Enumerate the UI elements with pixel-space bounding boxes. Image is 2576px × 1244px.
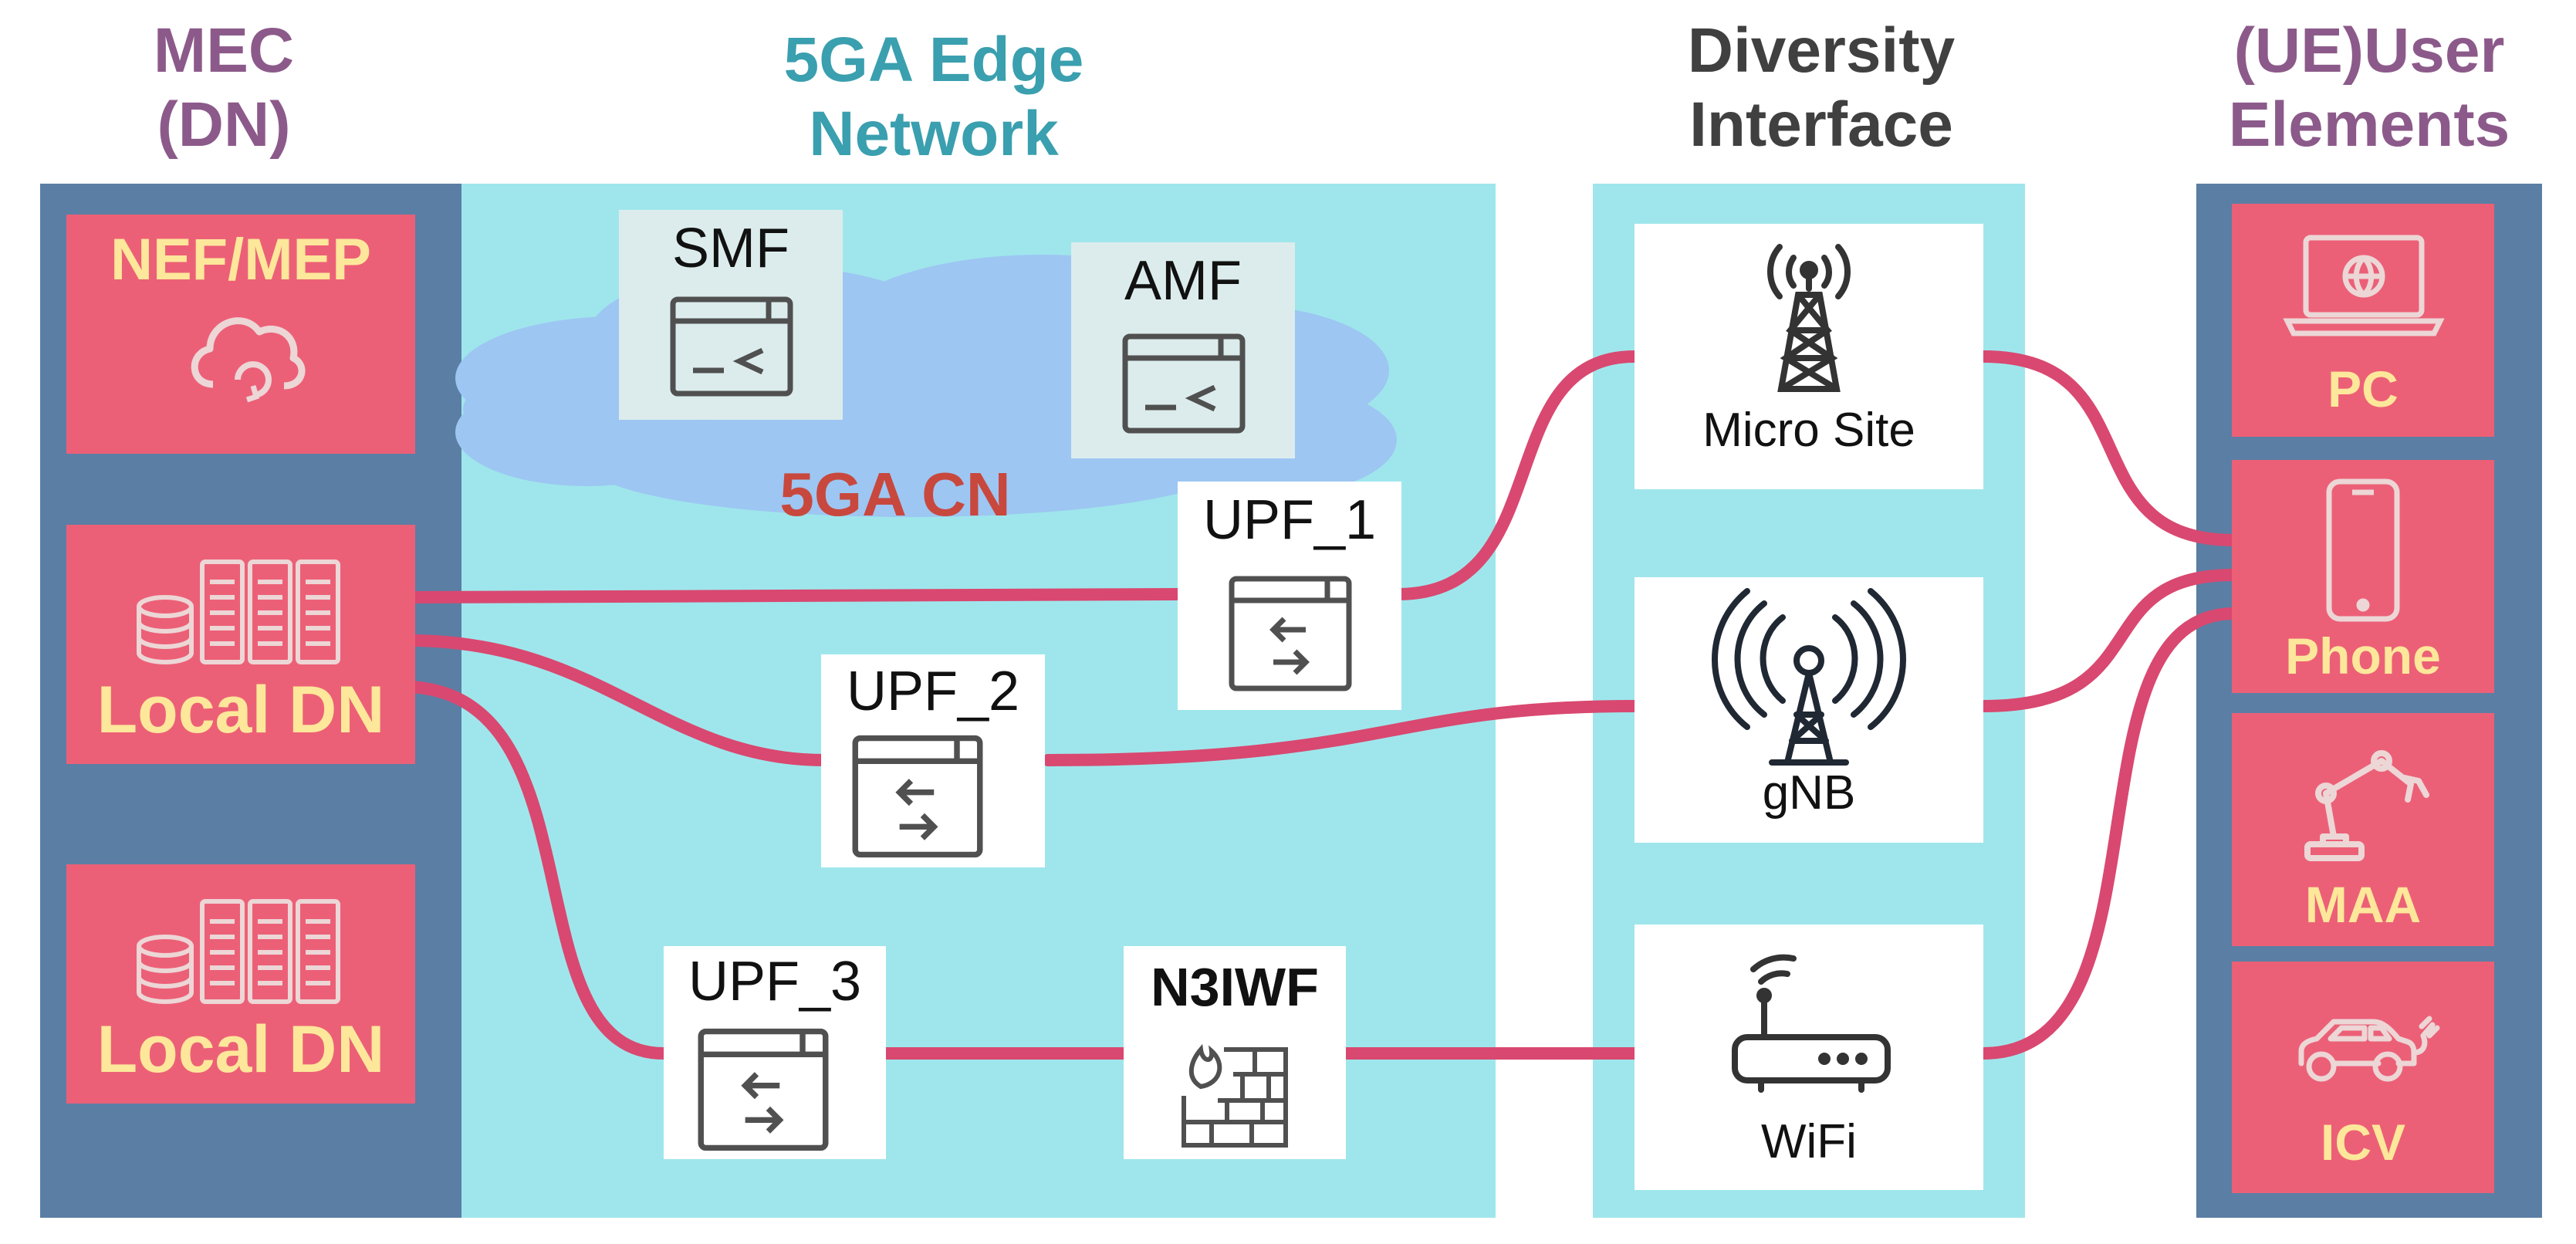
upf-2-box[interactable]: UPF_2 <box>821 654 1045 867</box>
n3iwf-label: N3IWF <box>1151 957 1319 1017</box>
heading-ue: (UE)User Elements <box>2169 14 2570 162</box>
antenna-icon <box>1712 588 1906 766</box>
gnb-box[interactable]: gNB <box>1635 577 1983 843</box>
link-upf2-gnb <box>1042 700 1641 766</box>
maa-label: MAA <box>2304 876 2422 933</box>
phone-box[interactable]: Phone <box>2232 460 2494 693</box>
transfer-window-icon <box>698 1028 829 1151</box>
server-database-icon <box>137 559 340 664</box>
upf-3-label: UPF_3 <box>688 951 862 1012</box>
local-dn-box-2[interactable]: Local DN <box>66 864 415 1104</box>
terminal-window-icon <box>1122 333 1246 434</box>
link-upf1-microsite <box>1392 350 1641 600</box>
transfer-window-icon <box>852 735 983 858</box>
upf-1-label: UPF_1 <box>1202 489 1377 551</box>
maa-box[interactable]: MAA <box>2232 713 2494 946</box>
pc-label: PC <box>2328 360 2399 417</box>
nef-mep-label: NEF/MEP <box>110 227 371 292</box>
icv-box[interactable]: ICV <box>2232 962 2494 1193</box>
heading-mec-line2: (DN) <box>157 90 291 160</box>
heading-diversity-line1: Diversity <box>1687 15 1956 86</box>
server-database-icon <box>137 899 340 1004</box>
heading-ue-line1: (UE)User <box>2233 15 2505 86</box>
terminal-window-icon <box>670 296 793 397</box>
core-network-label: 5GA CN <box>779 460 1011 529</box>
heading-diversity: Diversity Interface <box>1590 14 2053 162</box>
router-icon <box>1732 954 1891 1093</box>
local-dn-label-1: Local DN <box>96 673 385 747</box>
smf-box[interactable]: SMF <box>619 210 843 420</box>
local-dn-label-2: Local DN <box>96 1012 385 1087</box>
firewall-icon <box>1182 1043 1288 1148</box>
link-wifi-phone <box>1977 607 2240 1060</box>
micro-site-label: Micro Site <box>1702 404 1915 457</box>
upf-3-box[interactable]: UPF_3 <box>664 946 886 1159</box>
transfer-window-icon <box>1229 576 1352 691</box>
nef-mep-box[interactable]: NEF/MEP <box>66 215 415 454</box>
heading-mec: MEC (DN) <box>100 14 347 162</box>
tower-icon <box>1767 244 1851 392</box>
robot-arm-icon <box>2304 750 2429 861</box>
micro-site-box[interactable]: Micro Site <box>1635 224 1983 489</box>
smf-label: SMF <box>672 218 789 279</box>
link-gnb-phone <box>1977 569 2240 712</box>
link-microsite-phone <box>1977 350 2240 546</box>
n3iwf-box[interactable]: N3IWF <box>1124 946 1346 1159</box>
laptop-icon <box>2283 235 2445 336</box>
local-dn-box-1[interactable]: Local DN <box>66 525 415 764</box>
heading-edge-line2: Network <box>809 99 1059 169</box>
heading-ue-line2: Elements <box>2228 90 2510 160</box>
phone-icon <box>2326 478 2400 622</box>
wifi-box[interactable]: WiFi <box>1635 925 1983 1190</box>
amf-label: AMF <box>1124 250 1242 312</box>
cloud-sync-icon <box>191 317 306 403</box>
amf-box[interactable]: AMF <box>1071 242 1295 458</box>
icv-label: ICV <box>2320 1114 2406 1171</box>
heading-mec-line1: MEC <box>153 15 295 86</box>
phone-label: Phone <box>2285 627 2441 685</box>
link-localdn-upf2 <box>403 634 830 766</box>
upf-2-label: UPF_2 <box>846 661 1020 722</box>
electric-car-icon <box>2298 1016 2440 1082</box>
pc-box[interactable]: PC <box>2232 204 2494 437</box>
heading-diversity-line2: Interface <box>1689 90 1953 160</box>
gnb-label: gNB <box>1762 766 1856 820</box>
upf-1-box[interactable]: UPF_1 <box>1178 482 1401 710</box>
link-localdn-upf3 <box>403 681 670 1060</box>
heading-edge-line1: 5GA Edge <box>783 25 1084 95</box>
link-localdn-upf1 <box>403 588 1188 603</box>
wifi-label: WiFi <box>1761 1115 1857 1168</box>
heading-edge: 5GA Edge Network <box>695 23 1173 171</box>
